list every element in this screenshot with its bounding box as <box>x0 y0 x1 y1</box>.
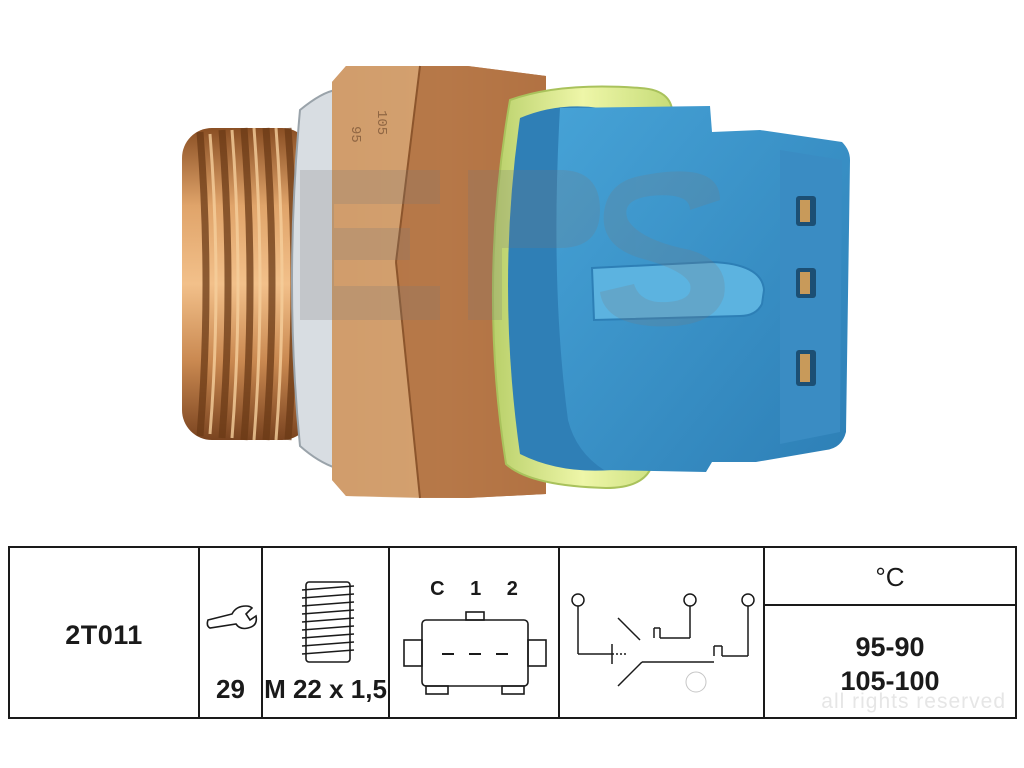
wrench-size-value: 29 <box>216 674 245 704</box>
thread-size-cell: M 22 x 1,5 <box>263 548 390 717</box>
eps-watermark-logo <box>300 170 725 327</box>
temperature-cell: °C 95-90 105-100 <box>765 548 1015 717</box>
svg-text:105: 105 <box>373 110 389 135</box>
temperature-unit: °C <box>875 562 905 592</box>
wrench-size-cell: 29 <box>200 548 263 717</box>
connector-cell: C 1 2 <box>390 548 560 717</box>
connector-pin-labels: C 1 2 <box>430 578 528 600</box>
circuit-diagram-cell <box>560 548 765 717</box>
temperature-switch-photo: 105 95 <box>182 65 850 499</box>
connector-housing <box>508 106 850 472</box>
sealing-washer <box>291 88 337 470</box>
temperature-divider <box>765 604 1015 606</box>
specification-table: 2T011 29 <box>8 546 1017 719</box>
connector-plug-icon <box>403 611 547 695</box>
thread-size-value: M 22 x 1,5 <box>264 674 387 704</box>
threaded-shank <box>182 127 312 441</box>
svg-text:95: 95 <box>347 126 363 143</box>
switch-circuit-diagram-icon <box>571 593 755 693</box>
part-number: 2T011 <box>65 620 143 650</box>
rights-watermark: all rights reserved <box>821 690 1006 713</box>
thread-icon <box>301 581 355 663</box>
switch-temperature-2: 105-100 <box>840 666 940 696</box>
wrench-icon <box>206 605 258 630</box>
switch-temperature-1: 95-90 <box>855 632 925 662</box>
part-number-cell: 2T011 <box>10 548 200 717</box>
